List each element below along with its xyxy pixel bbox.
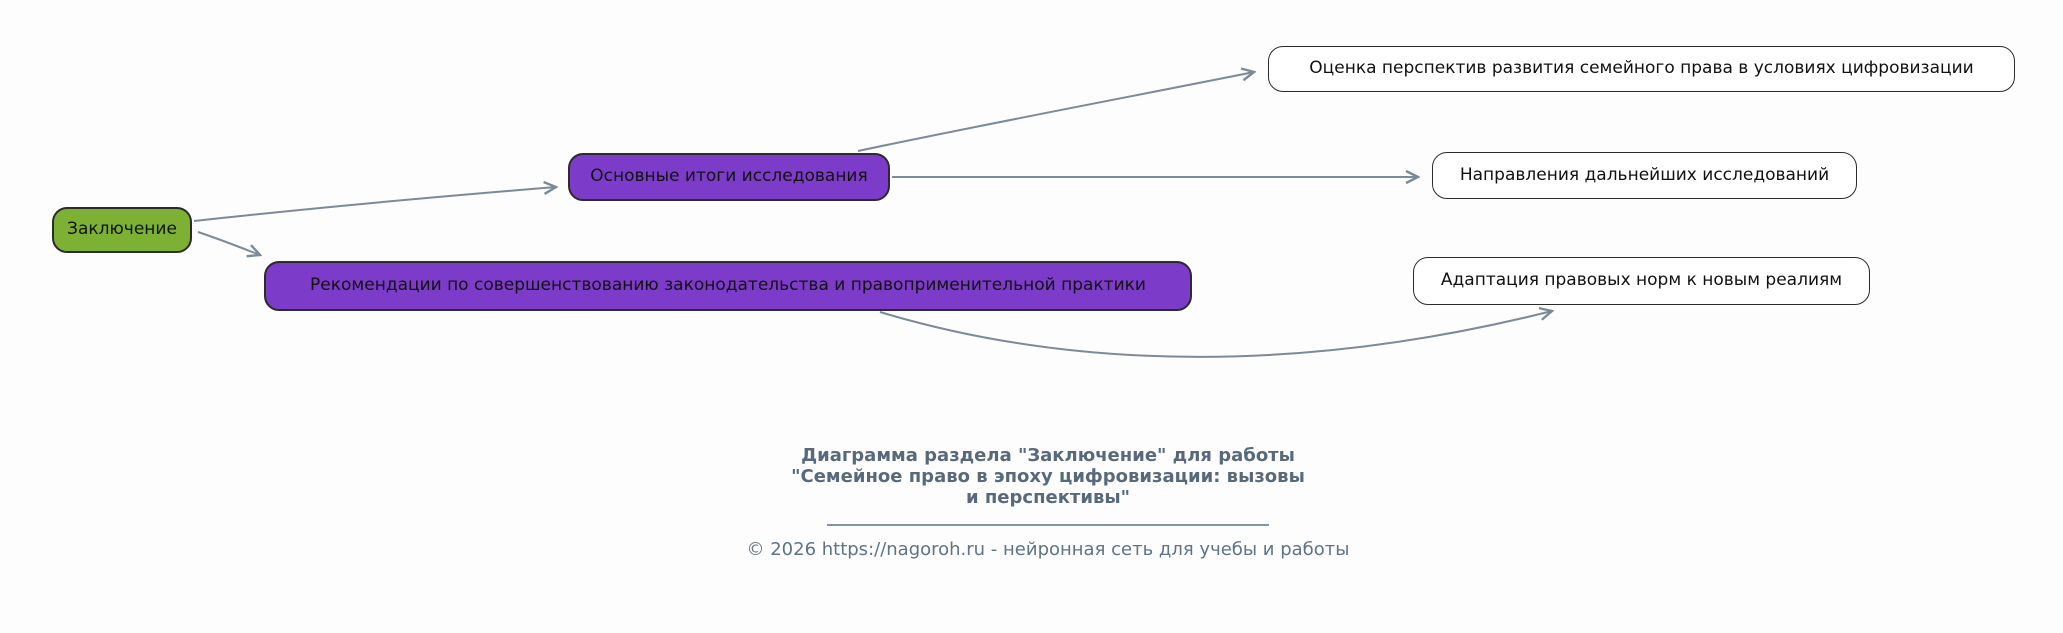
node-label: Заключение	[67, 219, 177, 240]
edge-root-to-branch2	[197, 231, 260, 255]
node-label: Оценка перспектив развития семейного пра…	[1309, 58, 1974, 79]
caption-divider	[827, 524, 1269, 526]
caption-title-line-2: "Семейное право в эпоху цифровизации: вы…	[791, 466, 1305, 487]
node-label: Направления дальнейших исследований	[1459, 164, 1830, 185]
edge-branch2-to-leaf3	[879, 311, 1552, 358]
node-label: Рекомендации по совершенствованию законо…	[310, 275, 1146, 296]
caption-copyright: © 2026 https://nagoroh.ru - нейронная се…	[746, 539, 1350, 560]
caption-title-line-3: и перспективы"	[965, 487, 1131, 508]
diagram-node-recommendations: Рекомендации по совершенствованию законо…	[264, 261, 1192, 311]
edge-root-to-branch1	[193, 187, 556, 222]
diagram-node-main-results: Основные итоги исследования	[568, 153, 890, 201]
node-label: Адаптация правовых норм к новым реалиям	[1440, 270, 1843, 291]
diagram-node-prospects-assessment: Оценка перспектив развития семейного пра…	[1268, 46, 2015, 92]
diagram-node-further-research: Направления дальнейших исследований	[1432, 152, 1857, 199]
caption-title-line-1: Диаграмма раздела "Заключение" для работ…	[801, 445, 1295, 466]
node-label: Основные итоги исследования	[590, 166, 868, 187]
diagram-node-norms-adaptation: Адаптация правовых норм к новым реалиям	[1413, 257, 1870, 305]
diagram-node-root: Заключение	[52, 207, 192, 253]
diagram-caption: Диаграмма раздела "Заключение" для работ…	[0, 445, 2063, 560]
edge-branch1-to-leaf1	[857, 72, 1254, 152]
